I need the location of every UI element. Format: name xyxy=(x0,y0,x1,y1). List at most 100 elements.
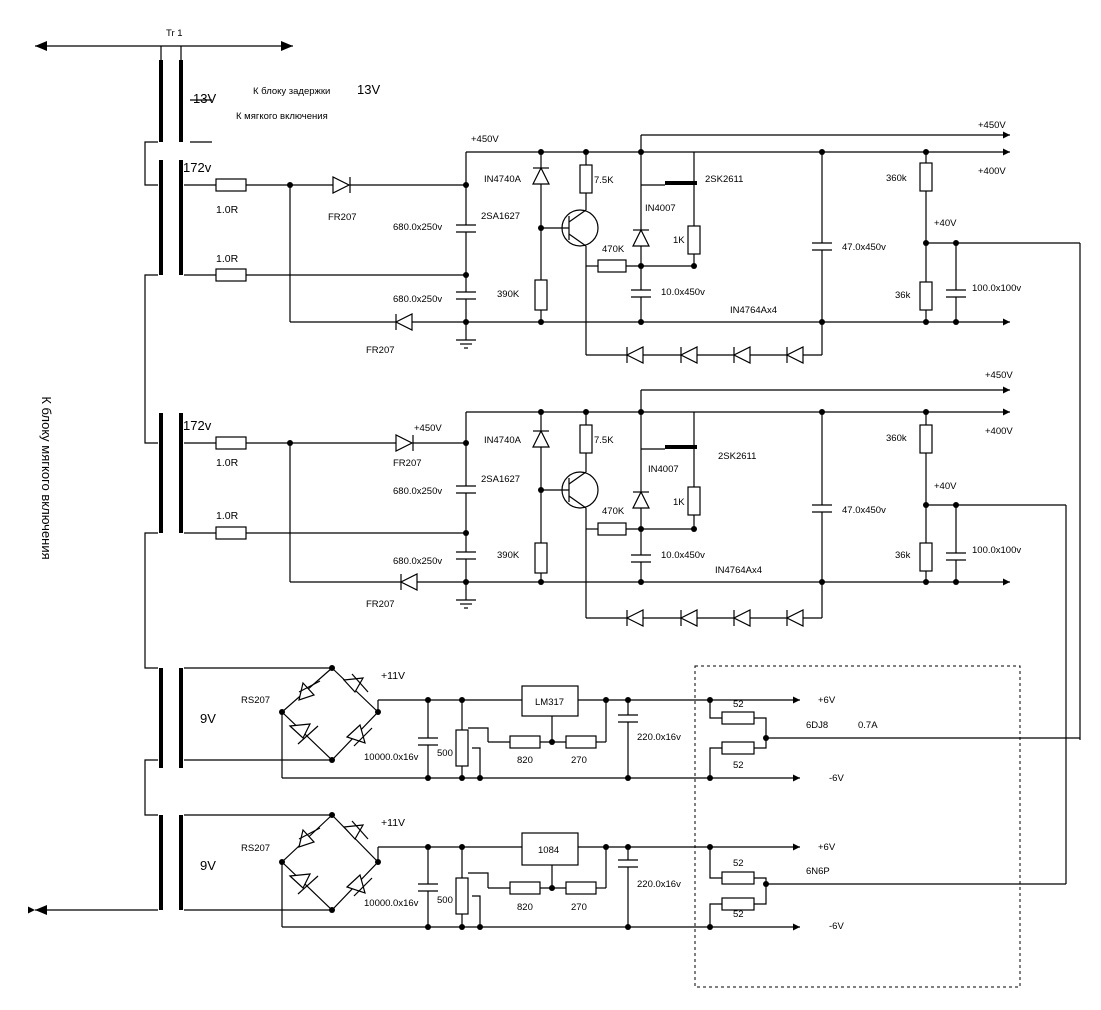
ch1-rail-label: +450V xyxy=(471,134,499,145)
resistor-820-2 xyxy=(509,881,541,895)
h2-pot-label: 500 xyxy=(437,895,453,906)
ch2-c100-label: 100.0x100v xyxy=(972,545,1021,556)
heater2-junctions xyxy=(279,812,769,930)
winding-13v-label: 13V xyxy=(193,91,216,106)
h1-vin-label: +11V xyxy=(381,670,405,682)
transformer-label: Tr 1 xyxy=(166,28,183,39)
zener-string-in4764a-2 xyxy=(625,609,804,627)
channel2-junctions xyxy=(287,409,959,585)
ch2-r470-label: 470K xyxy=(602,506,625,517)
ch1-zener-label: IN4740A xyxy=(484,174,522,185)
regulator-lm317 xyxy=(521,685,579,717)
heater-supply-1: RS207 +11V 10000.0x16v LM317 500 820 270… xyxy=(184,665,1080,784)
diode-in4007 xyxy=(632,228,650,247)
heater-supply-2: RS207 +11V 10000.0x16v 1084 500 820 270 … xyxy=(184,812,1066,932)
h2-r2-label: 270 xyxy=(571,902,587,913)
ch1-d-top-label: FR207 xyxy=(328,212,357,223)
h1-tube-label: 6DJ8 xyxy=(806,720,828,731)
resistor-1r0-top-2 xyxy=(215,436,247,450)
h1-pot-label: 500 xyxy=(437,748,453,759)
h1-ra-label: 52 xyxy=(733,699,744,710)
soft-start-note: К мягкого включения xyxy=(236,111,328,122)
resistor-1k-2 xyxy=(687,486,701,516)
ch2-out-40v: +40V xyxy=(934,481,957,492)
resistor-7k5-2 xyxy=(579,424,593,454)
ch2-r-bot-label: 1.0R xyxy=(216,510,239,522)
channel1-junctions xyxy=(287,149,959,325)
potentiometer-500-2 xyxy=(455,877,469,915)
ch2-r-top-label: 1.0R xyxy=(216,457,239,469)
zener-in4740a-2 xyxy=(532,429,550,448)
h2-r1-label: 820 xyxy=(517,902,533,913)
resistor-1r0-bottom xyxy=(215,268,247,282)
h2-neg-label: -6V xyxy=(829,921,844,932)
ch2-r390-label: 390K xyxy=(497,550,520,561)
ch1-r470-label: 470K xyxy=(602,244,625,255)
resistor-1r0-top xyxy=(215,178,247,192)
ch1-r1k-label: 1K xyxy=(673,235,685,246)
ch1-r-top-label: 1.0R xyxy=(216,204,239,216)
ch1-out-450v: +450V xyxy=(978,120,1006,131)
diode-fr207-bottom-2 xyxy=(399,573,418,591)
h2-pos-label: +6V xyxy=(818,842,836,853)
delay-block-note: К блоку задержки xyxy=(253,86,330,97)
ch1-c10-label: 10.0x450v xyxy=(661,287,705,298)
ch2-diode-label: IN4007 xyxy=(648,464,679,475)
resistor-470k xyxy=(597,259,627,273)
ch1-mosfet-label: 2SK2611 xyxy=(705,174,743,185)
h2-vin-label: +11V xyxy=(381,817,405,829)
h2-tube-label: 6N6P xyxy=(806,866,830,877)
ch1-transistor-label: 2SA1627 xyxy=(481,211,520,222)
soft-start-side-label: К блоку мягкого включения xyxy=(39,396,54,559)
ch2-transistor-label: 2SA1627 xyxy=(481,474,520,485)
ch1-d-bot-label: FR207 xyxy=(366,345,395,356)
resistor-360k xyxy=(919,162,933,192)
h1-r2-label: 270 xyxy=(571,755,587,766)
ch2-zener-label: IN4740A xyxy=(484,435,522,446)
ch1-out-400v: +400V xyxy=(978,166,1006,177)
h1-pos-label: +6V xyxy=(818,695,836,706)
resistor-7k5 xyxy=(579,164,593,194)
ch1-r360-label: 360k xyxy=(886,173,907,184)
h2-reg-label: 1084 xyxy=(538,845,559,856)
resistor-52-a-1 xyxy=(721,711,755,725)
mosfet-2sk2611-2 xyxy=(665,445,697,449)
diode-fr207-top-2 xyxy=(395,434,414,452)
resistor-360k-2 xyxy=(919,424,933,454)
ch2-c47-label: 47.0x450v xyxy=(842,505,886,516)
ch1-r36-label: 36k xyxy=(895,290,911,301)
ch2-r36-label: 36k xyxy=(895,550,911,561)
h2-cin-label: 10000.0x16v xyxy=(364,898,419,909)
ch1-r75-label: 7.5K xyxy=(594,175,614,186)
diode-fr207-bottom xyxy=(394,313,413,331)
ch2-zstring-label: IN4764Ax4 xyxy=(715,565,762,576)
zener-string-in4764a xyxy=(625,346,804,364)
ch2-r360-label: 360k xyxy=(886,433,907,444)
winding-172v-b-label: 172v xyxy=(183,418,212,433)
resistor-1r0-bottom-2 xyxy=(215,526,247,540)
winding-9v-a-label: 9V xyxy=(200,711,216,726)
potentiometer-500-1 xyxy=(455,729,469,767)
ch1-c47-label: 47.0x450v xyxy=(842,242,886,253)
regulator-1084 xyxy=(521,832,579,866)
h1-rb-label: 52 xyxy=(733,760,744,771)
ch2-out-450v: +450V xyxy=(985,370,1013,381)
resistor-36k xyxy=(919,281,933,311)
hv-channel-1: +450V +450V +400V +40V 1.0R 1.0R FR207 F… xyxy=(184,120,1081,740)
ch2-mosfet-label: 2SK2611 xyxy=(718,451,756,462)
ch1-zstring-label: IN4764Ax4 xyxy=(730,305,777,316)
bridge-rectifier-rs207-1 xyxy=(281,667,379,761)
hv-channel-2: +450V +450V +400V +40V 1.0R 1.0R FR207 F… xyxy=(184,370,1067,884)
h2-rb-label: 52 xyxy=(733,909,744,920)
h2-bridge-label: RS207 xyxy=(241,843,270,854)
resistor-470k-2 xyxy=(597,522,627,536)
winding-9v-b-label: 9V xyxy=(200,858,216,873)
h2-cout-label: 220.0x16v xyxy=(637,879,681,890)
ch1-r390-label: 390K xyxy=(497,289,520,300)
h2-ra-label: 52 xyxy=(733,858,744,869)
ch2-rail-label: +450V xyxy=(414,423,442,434)
h1-neg-label: -6V xyxy=(829,773,844,784)
winding-172v-a-label: 172v xyxy=(183,160,212,175)
ch2-out-400v: +400V xyxy=(985,426,1013,437)
ch1-c-bot-label: 680.0x250v xyxy=(393,294,442,305)
